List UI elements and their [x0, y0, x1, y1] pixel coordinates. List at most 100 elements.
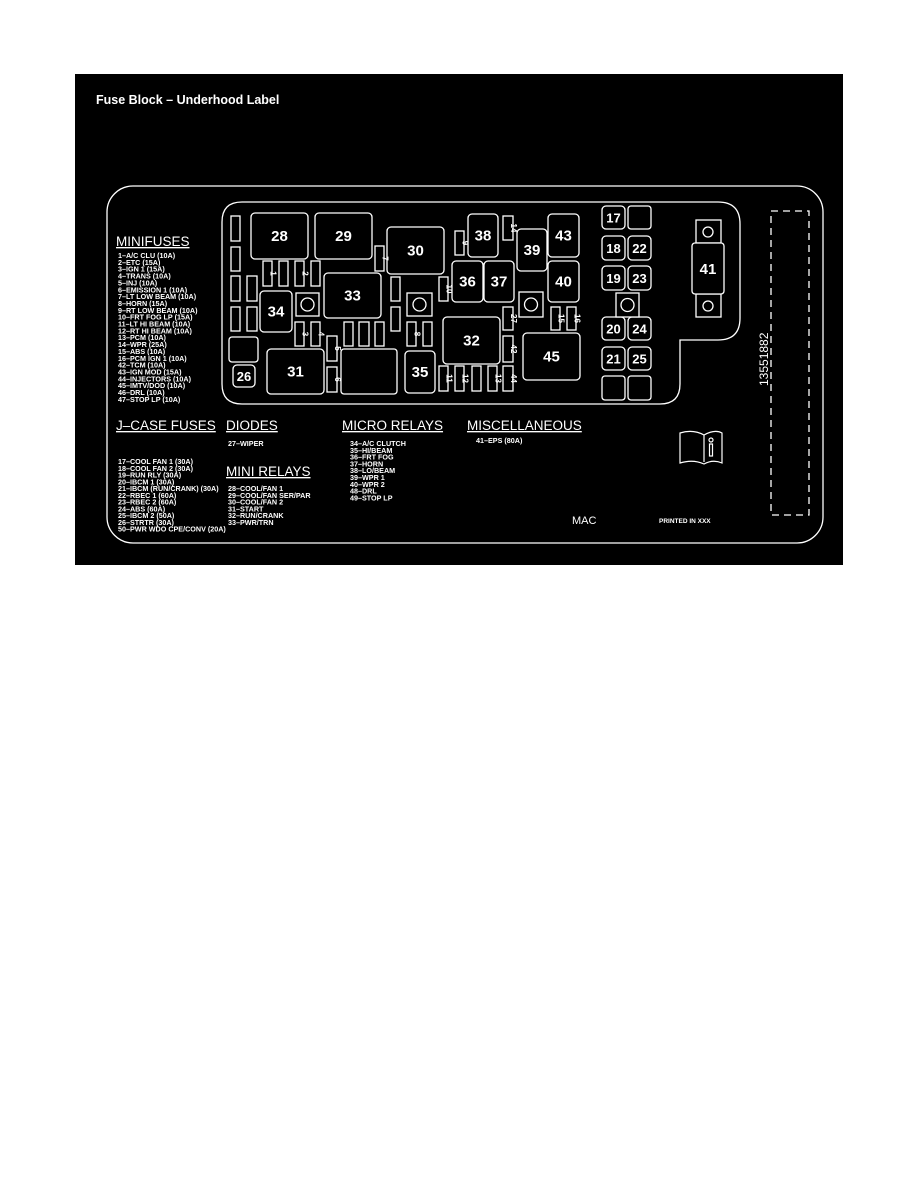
- legend-item: 27–WIPER: [228, 439, 264, 448]
- minifuse-2: 2: [294, 260, 310, 287]
- relay-30: 30: [386, 226, 445, 275]
- minifuse-blank: [230, 246, 241, 272]
- legend-item: 5–INJ (10A): [118, 278, 158, 287]
- fuse-label: 14: [509, 224, 518, 233]
- legend-item: 49–STOP LP: [350, 493, 393, 502]
- minifuse-13: 13: [487, 365, 503, 392]
- legend-item: 44–INJECTORS (10A): [118, 374, 192, 383]
- fuse-label: 13: [494, 374, 503, 383]
- fuse-label: 8: [413, 332, 422, 337]
- legend-item: 11–LT HI BEAM (10A): [118, 320, 191, 329]
- relay-18: 18: [601, 235, 626, 261]
- component-label: 25: [632, 352, 646, 367]
- legend-item: 48–DRL: [350, 487, 377, 496]
- mounting-stud: [406, 292, 433, 317]
- legend-item: 7–LT LOW BEAM (10A): [118, 292, 197, 301]
- legend-item: 21–IBCM (RUN/CRANK) (30A): [118, 484, 219, 493]
- fuse-label: 12: [461, 374, 470, 383]
- minifuse-blank: [278, 260, 289, 287]
- component-label: 18: [606, 241, 620, 256]
- component-label: 41: [700, 261, 717, 278]
- fuse-label: 42: [509, 345, 518, 354]
- relay-24: 24: [627, 316, 652, 341]
- legend-item: 20–IBCM 1 (30A): [118, 477, 175, 486]
- legend-item: 19–RUN RLY (30A): [118, 471, 182, 480]
- legend-item: 40–WPR 2: [350, 480, 385, 489]
- minifuse-blank: [374, 321, 385, 347]
- minifuse-7: 7: [374, 245, 390, 272]
- legend-item: 31–START: [228, 504, 264, 513]
- component-label: 38: [475, 228, 492, 245]
- minifuse-3: 3: [294, 321, 310, 347]
- legend-item: 24–ABS (60A): [118, 504, 166, 513]
- legend-item: 29–COOL/FAN SER/PAR: [228, 491, 311, 500]
- relay-45: 45: [522, 332, 581, 381]
- minifuse-blank: [230, 306, 241, 332]
- legend-item: 28–COOL/FAN 1: [228, 484, 283, 493]
- relay-36: 36: [451, 260, 484, 303]
- relay-21: 21: [601, 346, 626, 371]
- relay-22: 22: [627, 235, 652, 261]
- relay-37: 37: [483, 260, 515, 303]
- fuse-label: 27: [509, 314, 518, 323]
- fuse-label: 10: [445, 285, 454, 294]
- minifuse-9: 9: [454, 230, 470, 256]
- legend-item: 9–RT LOW BEAM (10A): [118, 306, 198, 315]
- component-label: 29: [335, 228, 352, 245]
- minifuse-1: 1: [262, 260, 278, 287]
- legend-item: 15–ABS (10A): [118, 347, 166, 356]
- relay-25: 25: [627, 346, 652, 371]
- legend-item: 33–PWR/TRN: [228, 518, 274, 527]
- legend-item: 42–TCM (10A): [118, 361, 166, 370]
- minifuse-12: 12: [454, 365, 470, 392]
- fuse-block-outline: [221, 201, 741, 405]
- component-label: 39: [524, 242, 541, 259]
- book-info-icon: [679, 430, 723, 465]
- component-label: 26: [237, 369, 251, 384]
- minifuse-8: 8: [406, 321, 422, 347]
- legend-item: 46–DRL (10A): [118, 388, 165, 397]
- barcode-area: [770, 210, 810, 516]
- mini_relays-heading: MINI RELAYS: [226, 464, 311, 479]
- component-label: 37: [491, 274, 508, 291]
- blank-position: [340, 348, 398, 395]
- component-label: 20: [606, 322, 620, 337]
- fuse-label: 15: [557, 314, 566, 323]
- jcase-heading: J–CASE FUSES: [116, 418, 216, 433]
- legend-item: 16–PCM IGN 1 (10A): [118, 354, 187, 363]
- legend-item: 38–LO/BEAM: [350, 466, 395, 475]
- mounting-stud: [295, 292, 320, 317]
- minifuses-heading: MINIFUSES: [116, 234, 190, 249]
- minifuse-16: 16: [566, 306, 582, 331]
- printed-label: PRINTED IN XXX: [659, 518, 711, 525]
- relay-38: 38: [467, 213, 499, 258]
- mini_relays-section: MINI RELAYS 28–COOL/FAN 129–COOL/FAN SER/…: [226, 464, 311, 527]
- minifuse-blank: [246, 306, 258, 332]
- blank-position: [601, 375, 626, 401]
- blank-position: [627, 205, 652, 230]
- legend-item: 14–WPR (25A): [118, 340, 167, 349]
- fuse-label: 7: [381, 256, 390, 261]
- diagram-title: Fuse Block – Underhood Label: [96, 93, 279, 107]
- relay-31: 31: [266, 348, 325, 395]
- legend-item: 12–RT HI BEAM (10A): [118, 326, 192, 335]
- fuse-label: 5: [333, 346, 342, 351]
- relay-40: 40: [547, 260, 580, 303]
- minifuse-4: 4: [310, 321, 326, 347]
- diodes-heading: DIODES: [226, 418, 278, 433]
- component-label: 32: [463, 333, 480, 350]
- component-label: 34: [268, 304, 285, 321]
- minifuse-14: 14: [502, 215, 518, 241]
- minifuse-blank: [230, 275, 241, 302]
- legend-item: 1–A/C CLU (10A): [118, 251, 176, 260]
- blank-position: [228, 336, 259, 363]
- legend-item: 39–WPR 1: [350, 473, 385, 482]
- minifuse-blank: [390, 306, 401, 332]
- component-label: 43: [555, 228, 572, 245]
- relay-17: 17: [601, 205, 626, 230]
- component-label: 36: [459, 274, 476, 291]
- relay-26: 26: [232, 364, 256, 388]
- minifuse-blank: [390, 276, 401, 302]
